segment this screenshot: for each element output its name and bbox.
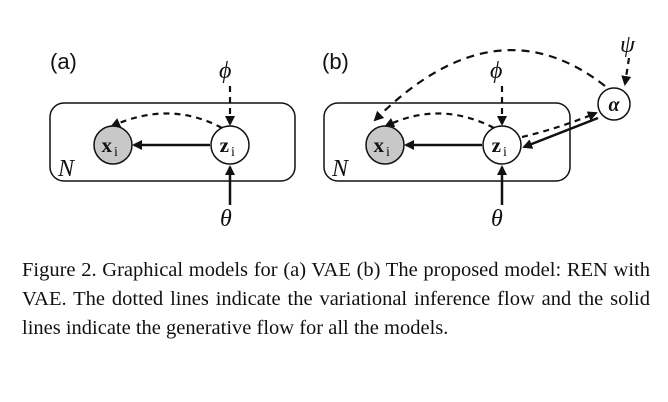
panel-b-node-alpha-label: α: [608, 94, 620, 116]
panel-b-node-z-sub: i: [503, 145, 507, 160]
panel-b-node-x: x i: [365, 125, 405, 165]
panel-b-node-z: z i: [482, 125, 522, 165]
panel-a-label: (a): [50, 49, 77, 74]
panel-b-psi-label: ψ: [620, 32, 636, 58]
panel-b: (b) N ϕ θ ψ x i z i: [322, 32, 636, 232]
panel-b-plate-label: N: [331, 156, 350, 182]
panel-b-node-x-main: x: [374, 133, 385, 157]
panel-b-alpha-to-x-arrow: [373, 49, 606, 122]
panel-b-z-to-alpha-arrow: [521, 111, 598, 139]
panel-b-theta-label: θ: [491, 206, 503, 232]
panel-a-node-x-main: x: [102, 133, 113, 157]
panel-b-node-alpha: α: [597, 87, 631, 121]
panel-b-inference-arrow: [384, 112, 495, 129]
panel-b-plate: [323, 102, 571, 182]
panel-a-plate-label: N: [57, 156, 76, 182]
figure-caption: Figure 2. Graphical models for (a) VAE (…: [22, 259, 650, 339]
panel-a-phi-label: ϕ: [219, 58, 231, 84]
panel-a-node-z-sub: i: [231, 145, 235, 160]
panel-a-node-x: x i: [93, 125, 133, 165]
panel-b-label: (b): [322, 49, 349, 74]
panel-a-inference-arrow: [110, 112, 223, 129]
panel-a-node-x-sub: i: [114, 145, 118, 160]
panel-b-node-z-main: z: [492, 133, 501, 157]
panel-b-phi-label: ϕ: [490, 58, 502, 84]
panel-b-node-x-sub: i: [386, 145, 390, 160]
panel-a-plate: [49, 102, 296, 182]
panel-a-theta-label: θ: [220, 206, 232, 232]
panel-a-node-z: z i: [210, 125, 250, 165]
panel-b-psi-arrow: [621, 57, 632, 86]
panel-b-alpha-to-z-arrow: [522, 116, 599, 149]
panel-a-node-z-main: z: [220, 133, 229, 157]
graphical-model-figure: (a) N ϕ θ x i z i (b) N ϕ: [49, 32, 636, 232]
panel-a: (a) N ϕ θ x i z i: [49, 49, 296, 232]
